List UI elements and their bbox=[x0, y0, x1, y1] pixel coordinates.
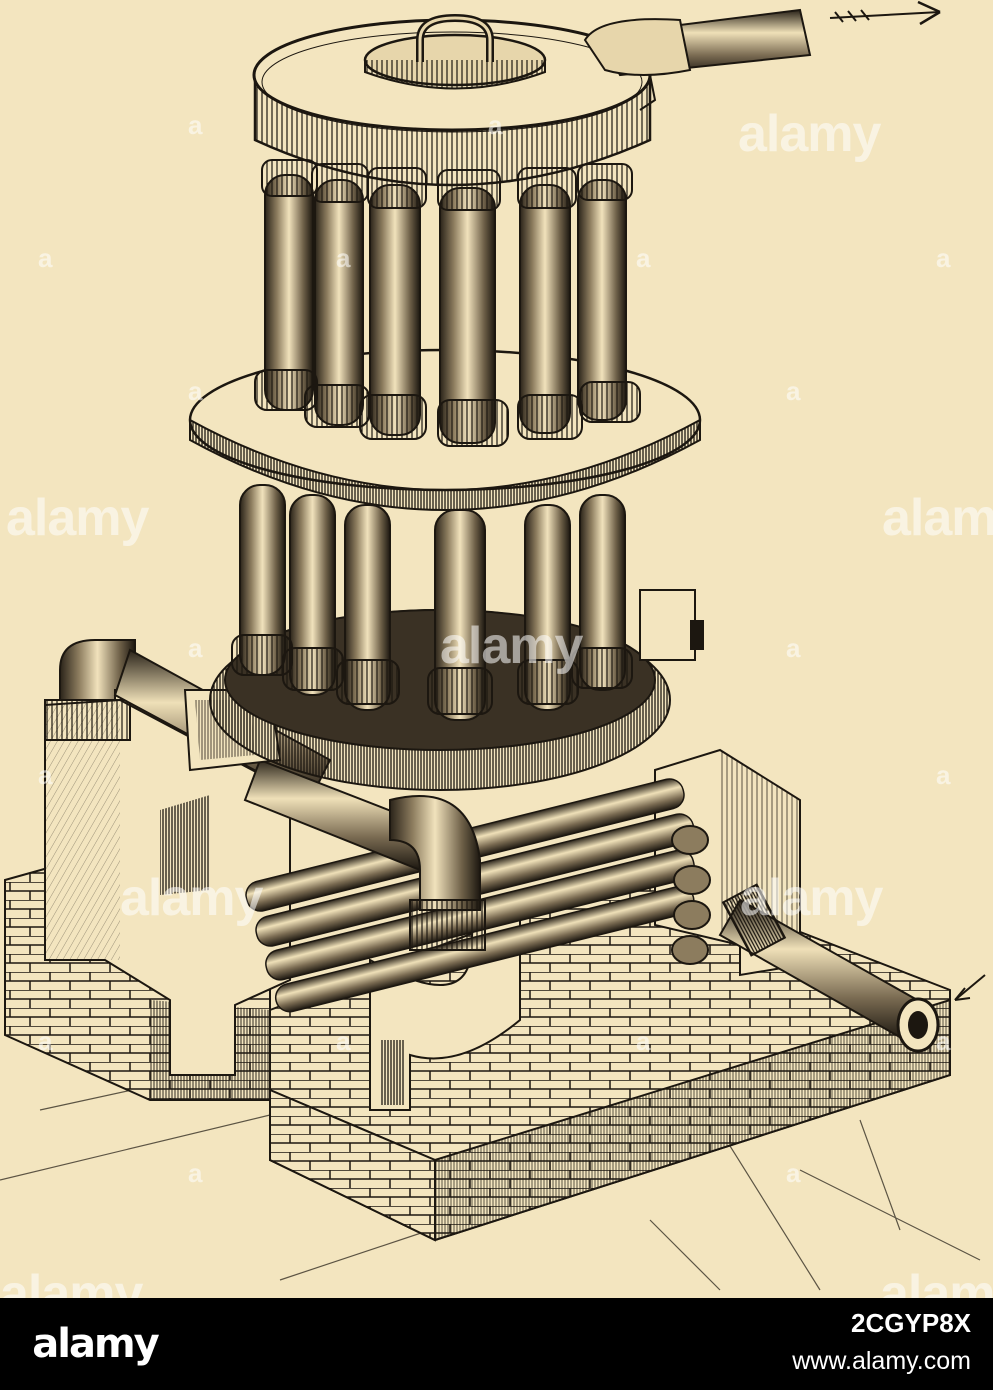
watermark-letter: a bbox=[38, 243, 53, 273]
watermark: alamy bbox=[440, 617, 583, 675]
watermark: alamy bbox=[738, 105, 881, 163]
watermark-letter: a bbox=[636, 243, 651, 273]
watermark: alamy bbox=[6, 489, 149, 547]
logo-text: alamy bbox=[32, 1321, 159, 1367]
watermark-letter: a bbox=[336, 243, 351, 273]
watermark: alamy bbox=[882, 489, 993, 547]
alamy-logo[interactable]: alamy bbox=[20, 1316, 170, 1372]
watermark-letter: a bbox=[936, 243, 951, 273]
watermark-letter: a bbox=[336, 1026, 351, 1056]
watermark-letter: a bbox=[936, 760, 951, 790]
watermark-letter: a bbox=[636, 1026, 651, 1056]
stove-engraving bbox=[0, 0, 986, 1291]
watermark-letter: a bbox=[786, 1158, 801, 1188]
watermark-letter: a bbox=[38, 760, 53, 790]
site-url[interactable]: www.alamy.com bbox=[792, 1347, 971, 1375]
watermark-letter: a bbox=[38, 1026, 53, 1056]
watermark-letter: a bbox=[188, 1158, 203, 1188]
watermark-letter: a bbox=[188, 376, 203, 406]
watermark-letter: a bbox=[188, 633, 203, 663]
watermark-letter: a bbox=[786, 633, 801, 663]
image-id: 2CGYP8X bbox=[851, 1308, 971, 1338]
watermark-letter: a bbox=[188, 110, 203, 140]
watermark-letter: a bbox=[786, 376, 801, 406]
footer-info: 2CGYP8X www.alamy.com bbox=[671, 1308, 971, 1376]
watermark: alamy bbox=[740, 869, 883, 927]
watermark: alamy bbox=[120, 869, 263, 927]
watermark-letter: a bbox=[488, 110, 503, 140]
footer-bar: alamy 2CGYP8X www.alamy.com bbox=[0, 1298, 993, 1390]
watermark-letter: a bbox=[936, 1026, 951, 1056]
